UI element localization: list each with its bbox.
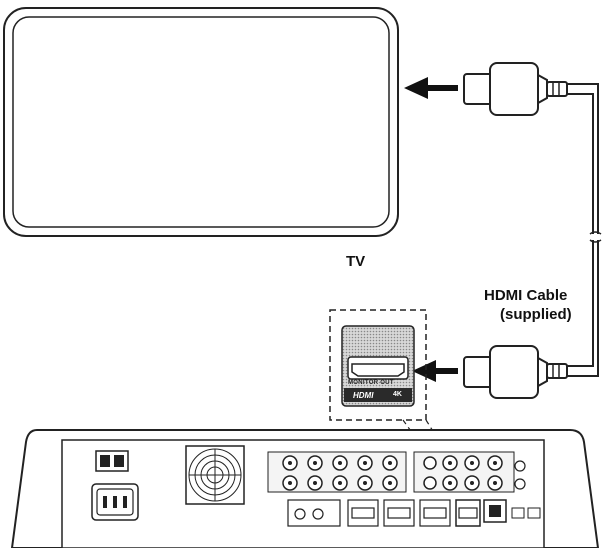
hdmi-cable — [567, 83, 602, 377]
arrow-left-icon — [412, 360, 458, 382]
port-name-label: MONITOR OUT — [348, 380, 394, 386]
hdmi-plug-icon — [463, 345, 568, 399]
port-type-label: HDMI — [353, 391, 374, 400]
arrow-left-icon — [404, 77, 458, 99]
receiver-back-panel — [10, 429, 600, 548]
port-badge-label: 4K — [393, 391, 402, 398]
port-callout — [329, 309, 427, 421]
cable-label: HDMI Cable — [484, 287, 568, 304]
hdmi-plug-icon — [463, 62, 568, 116]
cable-label-supplied: (supplied) — [500, 306, 572, 323]
tv-label: TV — [346, 253, 366, 270]
tv-screen — [3, 7, 399, 237]
